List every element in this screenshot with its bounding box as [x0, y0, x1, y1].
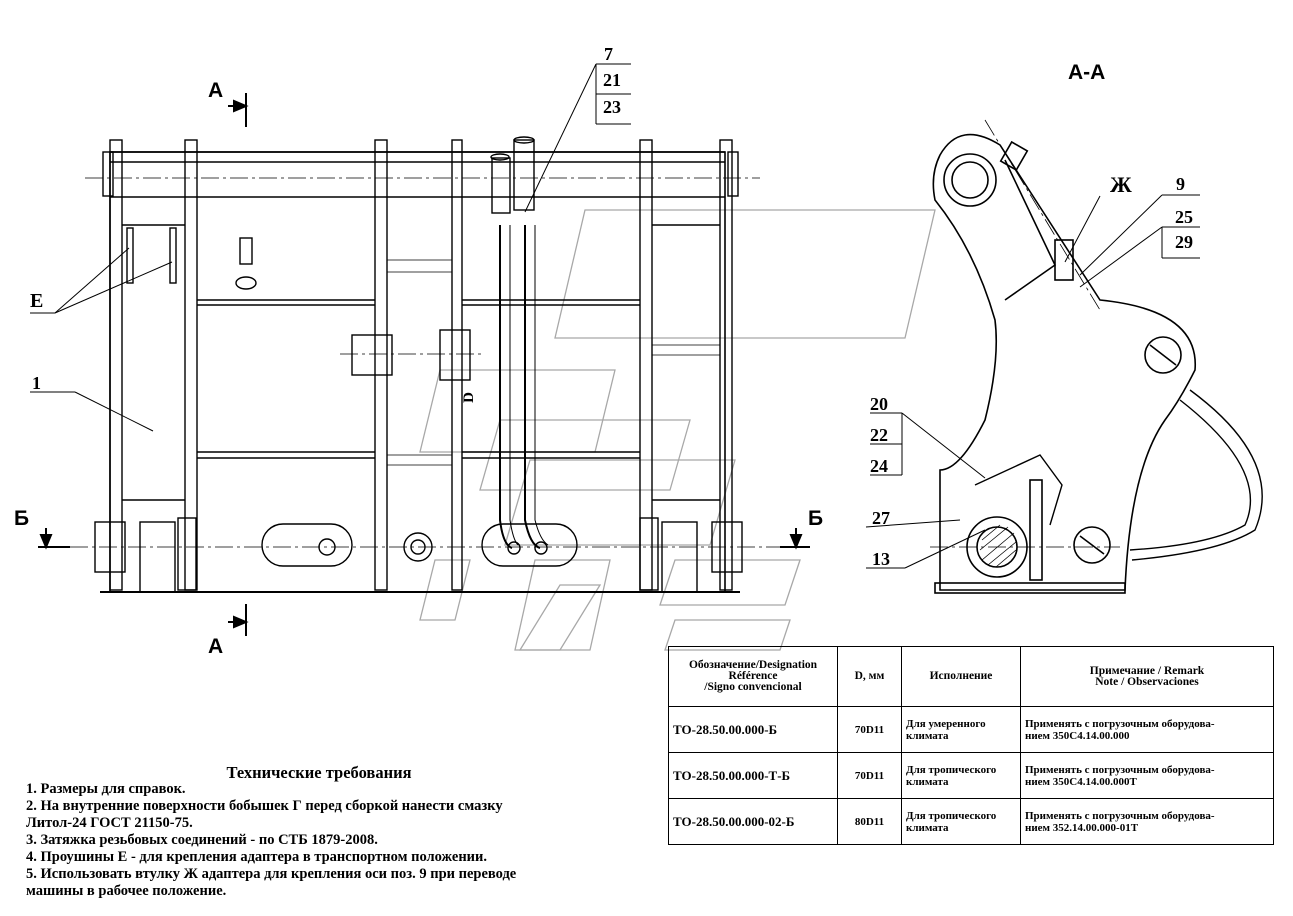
cell-d: 70D11 — [837, 752, 902, 799]
header-designation: Обозначение/Designation Référence /Signo… — [668, 646, 838, 707]
requirements-title: Технические требования — [226, 763, 412, 782]
requirement-line: машины в рабочее положение. — [26, 883, 227, 899]
cell-designation: ТО-28.50.00.000-02-Б — [668, 798, 838, 845]
requirement-line: 1. Размеры для справок. — [26, 781, 186, 797]
callout-24: 24 — [870, 456, 888, 476]
front-leaders — [30, 63, 631, 432]
requirement-line: Литол-24 ГОСТ 21150-75. — [26, 815, 193, 831]
callout-21: 21 — [603, 70, 621, 90]
cell-remark: Применять с погрузочным оборудова-нием 3… — [1020, 798, 1274, 845]
table-row: ТО-28.50.00.000-02-Б 80D11 Для тропическ… — [668, 798, 1274, 845]
variants-table: Обозначение/Designation Référence /Signo… — [668, 646, 1274, 845]
requirement-line: 3. Затяжка резьбовых соединений - по СТБ… — [26, 832, 378, 848]
cell-designation: ТО-28.50.00.000-Т-Б — [668, 752, 838, 799]
callout-d: D — [460, 392, 477, 403]
callout-27: 27 — [872, 508, 890, 528]
callout-e: Е — [30, 290, 44, 312]
header-execution: Исполнение — [901, 646, 1021, 707]
callout-22: 22 — [870, 425, 888, 445]
cell-d: 70D11 — [837, 706, 902, 753]
section-label-b-right: Б — [808, 507, 824, 530]
callout-7: 7 — [604, 44, 613, 64]
callout-zh: Ж — [1110, 172, 1132, 197]
center-lines — [70, 177, 790, 548]
cell-remark: Применять с погрузочным оборудова-нием 3… — [1020, 706, 1274, 753]
header-d: D, мм — [837, 646, 902, 707]
callout-1: 1 — [32, 373, 41, 393]
cell-d: 80D11 — [837, 798, 902, 845]
section-label-a-top: А — [208, 79, 224, 102]
cell-remark: Применять с погрузочным оборудова-нием 3… — [1020, 752, 1274, 799]
cell-designation: ТО-28.50.00.000-Б — [668, 706, 838, 753]
technical-requirements: Технические требования 1. Размеры для сп… — [26, 764, 626, 900]
callout-9: 9 — [1176, 174, 1185, 194]
callout-25: 25 — [1175, 207, 1193, 227]
watermark-logo — [419, 209, 936, 651]
section-title: А-А — [1068, 61, 1106, 84]
section-label-a-bottom: А — [208, 635, 224, 658]
section-markers — [38, 93, 810, 636]
section-leaders — [865, 194, 1200, 569]
requirement-line: 4. Проушины Е - для крепления адаптера в… — [26, 849, 488, 865]
header-remark: Примечание / Remark Note / Observaciones — [1020, 646, 1274, 707]
requirement-line: 2. На внутренние поверхности бобышек Г п… — [26, 798, 503, 814]
section-hatching — [979, 524, 1017, 568]
table-row: ТО-28.50.00.000-Т-Б 70D11 Для тропическо… — [668, 752, 1274, 799]
table-header-row: Обозначение/Designation Référence /Signo… — [668, 646, 1274, 707]
section-label-b-left: Б — [14, 507, 30, 530]
section-center-lines — [930, 119, 1120, 548]
callout-29: 29 — [1175, 232, 1193, 252]
callout-20: 20 — [870, 394, 888, 414]
callout-13: 13 — [872, 549, 890, 569]
section-view — [932, 133, 1263, 594]
callout-23: 23 — [603, 97, 621, 117]
front-view — [94, 136, 743, 593]
requirement-line: 5. Использовать втулку Ж адаптера для кр… — [26, 866, 517, 882]
